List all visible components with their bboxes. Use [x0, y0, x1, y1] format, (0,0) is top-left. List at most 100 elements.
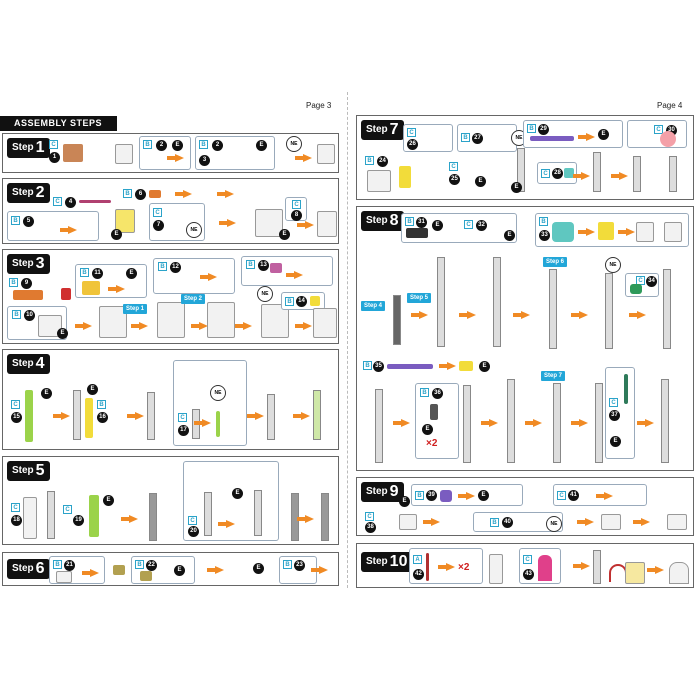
- part-badge-icon: B: [405, 217, 414, 226]
- part-badge-icon: C: [654, 125, 663, 134]
- step-10-sketch-a: [489, 554, 503, 584]
- arrow-right-icon: [629, 311, 646, 319]
- arrow-right-icon: [458, 492, 475, 500]
- arrow-right-icon: [611, 172, 628, 180]
- part-drum-c: [664, 222, 682, 242]
- part-badge-icon: E: [504, 230, 515, 241]
- step-7-tower-a: [517, 148, 525, 192]
- step-number: 7: [389, 121, 399, 138]
- arrow-right-icon: [578, 133, 595, 141]
- step-number: 4: [35, 355, 45, 372]
- part-badge-icon: 25: [449, 174, 460, 185]
- arrow-right-icon: [311, 566, 328, 574]
- part-badge-icon: 17: [178, 425, 189, 436]
- part-badge-icon: E: [256, 140, 267, 151]
- step-10-result-sketch: [669, 562, 689, 584]
- step-word: Step: [12, 358, 34, 369]
- part-badge-icon: E: [232, 488, 243, 499]
- step-8-tower-j: [553, 383, 561, 463]
- substep-6-tag: Step 6: [543, 257, 568, 267]
- part-badge-icon: B: [12, 310, 21, 319]
- substep-5-tag: Step 5: [407, 293, 432, 303]
- step-8-tower-i: [507, 379, 515, 463]
- arrow-right-icon: [637, 419, 654, 427]
- part-badge-icon: 38: [365, 522, 376, 533]
- arrow-right-icon: [393, 419, 410, 427]
- step-9-result-sketch: [667, 514, 687, 530]
- step-8-pane-a: B 31 E C 32 E: [401, 213, 517, 243]
- part-badge-icon: 34: [646, 276, 657, 287]
- step-9-sketch-b: [601, 514, 621, 530]
- arrow-right-icon: [577, 518, 594, 526]
- arrow-right-icon: [108, 285, 125, 293]
- part-badge-icon: 18: [11, 515, 22, 526]
- part-badge-icon: 2: [212, 140, 223, 151]
- part-badge-icon: E: [478, 490, 489, 501]
- step-7-tower-c: [633, 156, 641, 192]
- step-8-pane-d: B 36 E ×2: [415, 383, 459, 459]
- part-21-sketch: [56, 571, 72, 583]
- step-2-sketch: [115, 209, 135, 233]
- part-badge-icon: 24: [377, 156, 388, 167]
- step-8-tower-b: [437, 257, 445, 347]
- part-badge-icon: B: [158, 262, 167, 271]
- part-badge-icon: 21: [64, 560, 75, 571]
- step-1-sketch: [115, 144, 133, 164]
- part-badge-icon: E: [174, 565, 185, 576]
- step-3-frame-a: [99, 306, 127, 338]
- arrow-right-icon: [75, 322, 92, 330]
- part-badge-icon: B: [285, 297, 294, 306]
- step-8-tower-l: [661, 379, 669, 463]
- step-word: Step: [12, 563, 34, 574]
- arrow-right-icon: [481, 419, 498, 427]
- step-8-tower-k: [595, 383, 603, 463]
- step-7-pane-b: B 27: [457, 124, 517, 152]
- part-badge-icon: C: [523, 555, 532, 564]
- step-10-sketch-b: [625, 562, 645, 584]
- part-badge-icon: B: [11, 216, 20, 225]
- part-badge-icon: 1: [49, 152, 60, 163]
- arrow-right-icon: [438, 563, 455, 571]
- arrow-right-icon: [200, 273, 217, 281]
- step-1-pane-a: B 2 E: [139, 136, 191, 170]
- arrow-right-icon: [297, 515, 314, 523]
- step-number: 6: [35, 560, 45, 577]
- part-badge-icon: 30: [666, 125, 677, 136]
- part-badge-icon: C: [464, 220, 473, 229]
- part-badge-icon: C: [449, 162, 458, 171]
- part-badge-icon: 13: [258, 260, 269, 271]
- step-3-frame-b: [157, 302, 185, 338]
- step-3-pane-b: B 12: [153, 258, 235, 294]
- step-5-tower-e: [321, 493, 329, 541]
- step-10-tower: [593, 550, 601, 584]
- step-7-pane-d: C 30: [627, 120, 687, 148]
- part-33-shape: [552, 222, 574, 242]
- part-badge-icon: 27: [472, 133, 483, 144]
- part-red-piece: [61, 288, 71, 300]
- step-4-tower-d: [313, 390, 321, 440]
- part-badge-icon: E: [598, 129, 609, 140]
- part-badge-icon: C: [557, 491, 566, 500]
- part-badge-icon: C: [49, 140, 58, 149]
- part-badge-icon: 19: [73, 515, 84, 526]
- arrow-right-icon: [131, 322, 148, 330]
- ne-compass-icon: NE: [257, 286, 273, 302]
- part-badge-icon: B: [539, 217, 548, 226]
- assembly-steps-banner: ASSEMBLY STEPS: [0, 116, 117, 131]
- step-8-tower-e: [605, 273, 613, 349]
- arrow-right-icon: [578, 228, 595, 236]
- part-30-shape: [660, 131, 676, 147]
- part-badge-icon: B: [143, 140, 152, 149]
- step-5-tower-c: [254, 490, 262, 536]
- part-18-sketch: [23, 497, 37, 539]
- step-8-tower-c: [493, 257, 501, 347]
- part-badge-icon: 43: [523, 569, 534, 580]
- step-word: Step: [366, 215, 388, 226]
- part-29-shape: [530, 136, 574, 141]
- step-7-pane-a: C 26: [403, 124, 453, 152]
